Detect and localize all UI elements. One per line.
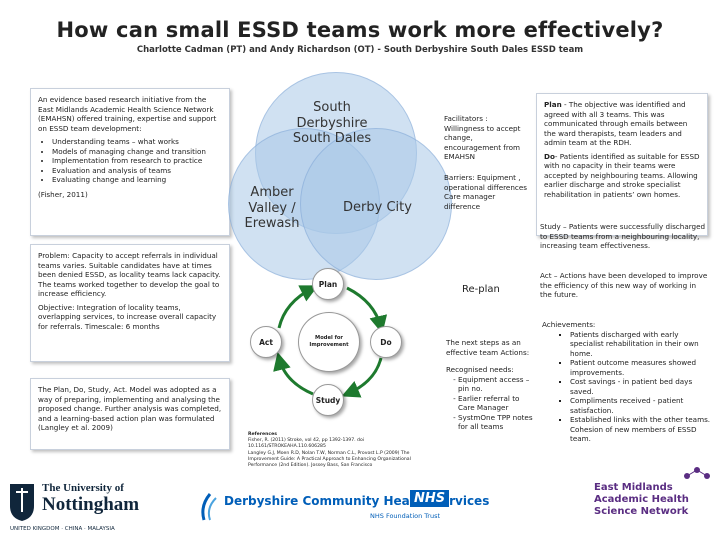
nhs-badge: NHS xyxy=(410,490,450,507)
facilitators-text: Facilitators : Willingness to accept cha… xyxy=(444,114,521,161)
emahsn-logo: East Midlands Academic Health Science Ne… xyxy=(594,466,718,536)
replan-label: Re-plan xyxy=(462,284,500,295)
pdsa-cycle-arrows xyxy=(273,285,388,398)
intro-bullet: Understanding teams – what works xyxy=(52,137,222,147)
do-text: - Patients identified as suitable for ES… xyxy=(544,151,700,199)
cycle-study: Study xyxy=(312,384,344,416)
emahsn-line3: Science Network xyxy=(594,506,689,517)
needs-item: Equipment access – pin no. xyxy=(458,375,536,394)
achievements-list: Patients discharged with early specialis… xyxy=(542,330,712,444)
dchs-swirl-icon xyxy=(201,493,217,521)
achievement-item: Established links with the other teams. … xyxy=(570,415,712,444)
venn-label-left: Amber Valley / Erewash xyxy=(244,185,300,232)
problem-text: Problem: Capacity to accept referrals in… xyxy=(38,251,221,298)
reference-line: Improvement Guide: A Practical Approach … xyxy=(248,456,411,462)
next-steps-heading: The next steps as an effective team Acti… xyxy=(446,338,530,357)
plan-paragraph: Plan - The objective was identified and … xyxy=(544,100,700,148)
nhs-trust-label: NHS Foundation Trust xyxy=(370,512,441,520)
intro-bullet: Evaluating change and learning xyxy=(52,175,222,185)
pdsa-text: The Plan, Do, Study, Act. Model was adop… xyxy=(38,385,222,432)
objective-text: Objective: Integration of locality teams… xyxy=(38,302,217,331)
reference-line: Fisher, R. (2011) Stroke, vol 42, pp 139… xyxy=(248,438,365,444)
intro-bullet-list: Understanding teams – what works Models … xyxy=(38,137,222,185)
achievement-item: Patients discharged with early specialis… xyxy=(570,330,712,359)
plan-label: Plan xyxy=(544,100,562,109)
nottingham-line2: Nottingham xyxy=(42,494,140,515)
arrow-study-to-act xyxy=(273,352,314,396)
needs-item: Earlier referral to Care Manager xyxy=(458,394,536,413)
arrow-plan-to-do xyxy=(346,286,388,334)
emahsn-network-icon xyxy=(684,467,710,479)
arrow-act-to-plan xyxy=(277,285,319,329)
emahsn-line1: East Midlands xyxy=(594,482,673,493)
intro-box: An evidence based research initiative fr… xyxy=(30,88,230,236)
achievement-item: Compliments received - patient satisfact… xyxy=(570,396,712,415)
intro-bullet: Evaluation and analysis of teams xyxy=(52,166,222,176)
barriers-text: Barriers: Equipment , operational differ… xyxy=(444,173,528,211)
references-heading: References xyxy=(248,432,277,437)
venn-label-top: South Derbyshire South Dales xyxy=(292,100,372,147)
poster-title: How can small ESSD teams work more effec… xyxy=(56,18,664,42)
needs-heading: Recognised needs: xyxy=(446,365,514,374)
nottingham-logo: The University of Nottingham UNITED KING… xyxy=(8,478,193,538)
achievement-item: Cost savings - in patient bed days saved… xyxy=(570,377,712,396)
venn-label-right: Derby City xyxy=(343,200,412,215)
poster-subtitle: Charlotte Cadman (PT) and Andy Richardso… xyxy=(136,45,584,55)
emahsn-line2: Academic Health xyxy=(594,494,689,505)
venn-circle-right xyxy=(300,128,452,280)
cycle-do: Do xyxy=(370,326,402,358)
nottingham-line3: UNITED KINGDOM · CHINA · MALAYSIA xyxy=(10,526,115,532)
needs-item: SystmOne TPP notes for all teams xyxy=(458,413,536,432)
cycle-center: Model for Improvement xyxy=(298,312,360,372)
act-text: Act – Actions have been developed to imp… xyxy=(540,271,708,299)
intro-text: An evidence based research initiative fr… xyxy=(38,95,217,133)
achievement-item: Patient outcome measures showed improvem… xyxy=(570,358,712,377)
achievements-heading: Achievements: xyxy=(542,320,596,329)
reference-line: Performance (2nd Edition). Jossey Bass, … xyxy=(248,462,373,468)
do-paragraph: Do- Patients identified as suitable for … xyxy=(544,152,700,200)
dchs-logo: Derbyshire Community Health Services NHS… xyxy=(200,490,489,530)
intro-bullet: Models of managing change and transition xyxy=(52,147,222,157)
plan-do-box: Plan - The objective was identified and … xyxy=(536,93,708,236)
arrow-do-to-study xyxy=(341,357,383,398)
do-label: Do xyxy=(544,151,555,161)
references-block: References Fisher, R. (2011) Stroke, vol… xyxy=(248,432,448,469)
achievements-block: Achievements: Patients discharged with e… xyxy=(542,320,712,444)
pdsa-box: The Plan, Do, Study, Act. Model was adop… xyxy=(30,378,230,450)
cycle-plan: Plan xyxy=(312,268,344,300)
cycle-act: Act xyxy=(250,326,282,358)
plan-text: - The objective was identified and agree… xyxy=(544,100,688,147)
nottingham-line1: The University of xyxy=(42,482,124,494)
nottingham-crest-icon xyxy=(10,484,34,521)
problem-objective-box: Problem: Capacity to accept referrals in… xyxy=(30,244,230,362)
study-text: Study – Patients were successfully disch… xyxy=(540,222,706,250)
intro-citation: (Fisher, 2011) xyxy=(38,189,88,199)
needs-list: Equipment access – pin no. Earlier refer… xyxy=(446,375,536,432)
reference-line: Langley G.J, Moen R.D, Nolan T.W, Norman… xyxy=(248,450,410,456)
next-steps-block: The next steps as an effective team Acti… xyxy=(446,338,536,432)
intro-bullet: Implementation from research to practice xyxy=(52,156,222,166)
reference-line: 10.1161/STROKEAHA.110.606285 xyxy=(248,444,326,450)
dchs-name: Derbyshire Community Health Services xyxy=(224,494,490,508)
